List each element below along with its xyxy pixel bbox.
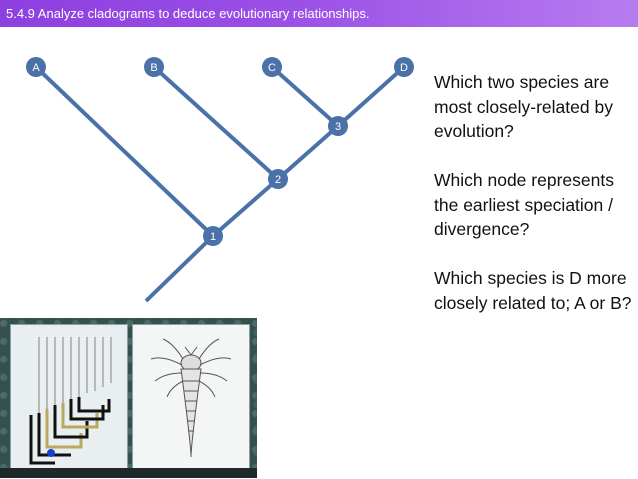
branch-root	[144, 234, 215, 303]
question-d-relation: Which species is D more closely related …	[434, 268, 632, 313]
node-2-marker: 2	[268, 169, 288, 189]
node-3-label: 3	[335, 121, 341, 133]
video-arthropod-panel	[132, 324, 250, 470]
species-d-marker: D	[394, 57, 414, 77]
species-c-marker: C	[262, 57, 282, 77]
node-1-label: 1	[210, 231, 216, 243]
branch-d	[336, 65, 406, 128]
branch-2-3	[276, 124, 340, 181]
video-thumbnail[interactable]	[0, 318, 257, 478]
species-c-label: C	[268, 62, 276, 74]
species-d-label: D	[400, 62, 408, 74]
node-3-marker: 3	[328, 116, 348, 136]
mini-cladogram-icon	[29, 337, 112, 465]
cladogram-diagram: A B C D 1 2 3	[26, 57, 414, 303]
node-1-marker: 1	[203, 226, 223, 246]
species-b-label: B	[150, 62, 157, 74]
branch-a	[34, 65, 215, 238]
video-controls-bar[interactable]	[0, 468, 257, 478]
question-list: Which two species are most closely-relat…	[434, 70, 634, 340]
species-a-label: A	[32, 62, 40, 74]
branch-1-2	[211, 177, 280, 238]
branch-c	[270, 65, 340, 128]
branch-b	[152, 65, 280, 181]
question-closest-species: Which two species are most closely-relat…	[434, 72, 613, 141]
species-a-marker: A	[26, 57, 46, 77]
species-b-marker: B	[144, 57, 164, 77]
arthropod-icon	[150, 338, 232, 458]
video-cladogram-panel	[10, 324, 128, 470]
question-earliest-node: Which node represents the earliest speci…	[434, 170, 614, 239]
node-2-label: 2	[275, 174, 281, 186]
slide-title: 5.4.9 Analyze cladograms to deduce evolu…	[0, 0, 638, 27]
